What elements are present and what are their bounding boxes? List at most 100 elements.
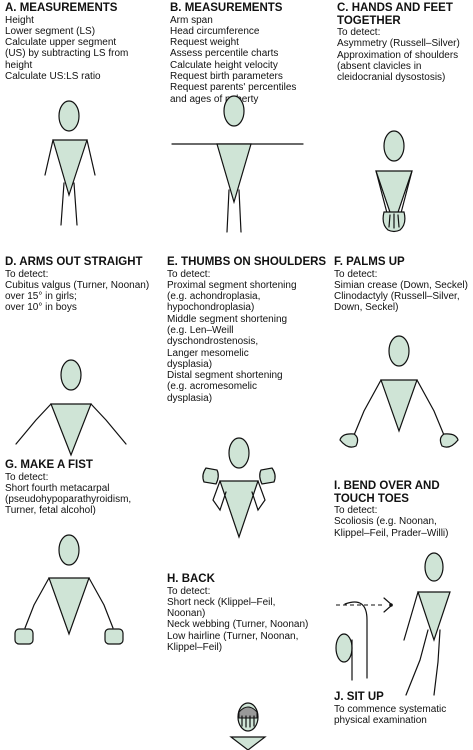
figure-i-bent-back	[344, 601, 368, 679]
figure-e-head	[228, 437, 250, 469]
figure-h	[229, 702, 267, 750]
panel-g-line: To detect:	[5, 471, 49, 483]
panel-a-line: Height	[5, 14, 34, 26]
figure-g	[14, 534, 124, 645]
panel-e-title: E. THUMBS ON SHOULDERS	[167, 256, 327, 268]
panel-a-line: Calculate upper segment (US) by subtract…	[5, 37, 129, 71]
figure-a-left-leg	[60, 182, 65, 226]
figure-g-right-fist	[104, 628, 124, 645]
panel-b-line: Request birth parameters	[170, 70, 283, 82]
figure-g-torso	[48, 577, 90, 636]
panel-b-line: Request weight	[170, 37, 239, 49]
panel-a-line: Lower segment (LS)	[5, 25, 96, 37]
figure-e-left-hand	[202, 467, 219, 485]
panel-i-line: Scoliosis (e.g. Noonan, Klippel–Feil, Pr…	[334, 516, 449, 539]
figure-i-left-leg	[405, 629, 429, 696]
figure-i-right-leg	[433, 629, 441, 696]
figure-e	[202, 437, 276, 539]
panel-b-line: Request parents' percentiles and ages of…	[170, 82, 297, 105]
panel-f: F. PALMS UP To detect: Simian crease (Do…	[334, 256, 473, 314]
figure-a-left-arm	[44, 139, 54, 176]
figure-h-torso	[229, 736, 267, 750]
figure-i	[335, 552, 451, 696]
figure-g-right-arm	[88, 577, 114, 629]
panel-g-line: Short fourth metacarpal (pseudohypoparat…	[5, 482, 132, 517]
figure-b-torso	[216, 143, 252, 205]
panel-d-line: To detect:	[5, 268, 49, 280]
figure-d-left-arm	[15, 403, 52, 445]
panel-c-line: Approximation of shoulders (absent clavi…	[337, 49, 459, 84]
panel-b-line: Head circumference	[170, 25, 260, 37]
panel-f-line: Simian crease (Down, Seckel)	[334, 279, 468, 291]
figure-d	[15, 359, 127, 457]
figure-i-arm	[403, 591, 419, 641]
figure-i-torso	[417, 591, 451, 642]
panel-b-line: Calculate height velocity	[170, 59, 278, 71]
panel-c-line: Asymmetry (Russell–Silver)	[337, 38, 460, 50]
panel-g-title: G. MAKE A FIST	[5, 459, 93, 471]
figure-g-left-arm	[24, 577, 50, 629]
panel-d-line: Cubitus valgus (Turner, Noonan) over 15°…	[5, 279, 150, 314]
panel-i-line: To detect:	[334, 505, 378, 516]
figure-a-head	[58, 100, 80, 132]
figure-b-head	[223, 95, 245, 127]
figure-c	[375, 130, 413, 233]
panel-j-line: To commence systematic physical examinat…	[334, 703, 447, 726]
panel-j-title: J. SIT UP	[334, 691, 384, 703]
panel-j: J. SIT UP To commence systematic physica…	[334, 691, 473, 726]
figure-a-right-leg	[73, 182, 78, 226]
panel-d-title: D. ARMS OUT STRAIGHT	[5, 256, 143, 268]
figure-b-left-leg	[226, 189, 230, 233]
figure-i-head	[424, 552, 444, 582]
panel-h-line: Short neck (Klippel–Feil, Noonan)	[167, 596, 276, 620]
panel-a-line: Calculate US:LS ratio	[5, 70, 101, 82]
figure-e-right-arm	[251, 480, 266, 512]
figure-f-torso	[380, 379, 418, 433]
panel-i: I. BEND OVER AND TOUCH TOES To detect: S…	[334, 480, 473, 539]
panel-e-line: Distal segment shortening (e.g. acromeso…	[167, 370, 283, 404]
panel-f-title: F. PALMS UP	[334, 256, 405, 268]
figure-f-left-palm	[339, 433, 359, 448]
figure-f-left-arm	[351, 379, 382, 441]
panel-h-line: Neck webbing (Turner, Noonan)	[167, 619, 309, 631]
panel-c-title: C. HANDS AND FEET TOGETHER	[337, 2, 453, 27]
figure-e-right-hand	[259, 467, 276, 485]
figure-g-head	[58, 534, 80, 566]
panel-e-line: To detect:	[167, 268, 211, 280]
figure-a-right-arm	[86, 139, 96, 176]
panel-i-title: I. BEND OVER AND TOUCH TOES	[334, 480, 440, 505]
figure-c-right-arm	[400, 170, 413, 214]
figure-c-left-arm	[375, 170, 388, 214]
figure-c-head	[383, 130, 405, 162]
figure-f-head	[388, 335, 410, 367]
panel-g: G. MAKE A FIST To detect: Short fourth m…	[5, 459, 170, 517]
panel-d: D. ARMS OUT STRAIGHT To detect: Cubitus …	[5, 256, 165, 314]
figure-e-left-arm	[212, 480, 227, 512]
figure-i-bent-head	[335, 633, 353, 663]
panel-e-line: Proximal segment shortening (e.g. achond…	[167, 279, 297, 314]
figure-b-right-leg	[238, 189, 242, 233]
figure-d-right-arm	[90, 403, 127, 445]
figure-d-head	[60, 359, 82, 391]
panel-h-title: H. BACK	[167, 573, 215, 585]
figure-g-left-fist	[14, 628, 34, 645]
panel-c: C. HANDS AND FEET TOGETHER To detect: As…	[337, 2, 473, 83]
figure-a-torso	[52, 139, 88, 198]
panel-f-line: Clinodactyly (Russell–Silver, Down, Seck…	[334, 291, 460, 314]
panel-b-line: Assess percentile charts	[170, 48, 279, 60]
panel-h: H. BACK To detect: Short neck (Klippel–F…	[167, 573, 327, 653]
figure-a	[44, 100, 96, 226]
figure-f-right-palm	[439, 433, 459, 448]
panel-b: B. MEASUREMENTS Arm span Head circumfere…	[170, 2, 330, 105]
panel-b-title: B. MEASUREMENTS	[170, 2, 283, 14]
figure-c-torso	[375, 170, 413, 226]
figure-b	[171, 95, 304, 233]
panel-c-line: To detect:	[337, 27, 381, 38]
figure-f	[339, 335, 459, 448]
figure-e-torso	[219, 480, 259, 539]
panel-f-line: To detect:	[334, 268, 378, 280]
figure-d-torso	[50, 403, 92, 457]
panel-e: E. THUMBS ON SHOULDERS To detect: Proxim…	[167, 256, 332, 404]
panel-e-line: Middle segment shortening (e.g. Len–Weil…	[167, 313, 288, 370]
